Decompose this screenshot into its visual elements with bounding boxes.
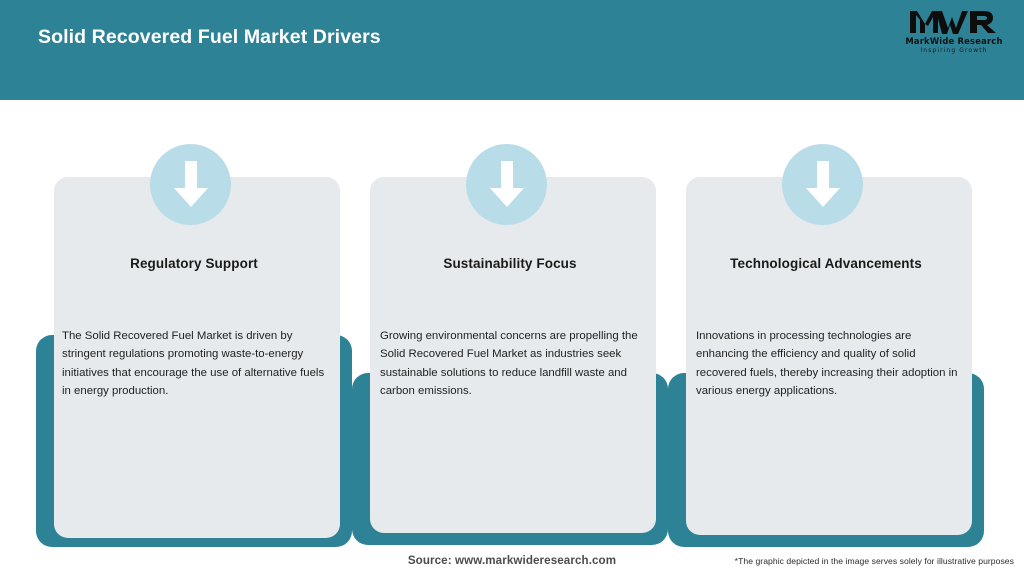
down-arrow-icon-badge-2 (466, 144, 547, 225)
mwr-logo-icon (910, 11, 996, 34)
card-surface-2 (370, 177, 656, 533)
down-arrow-icon (173, 161, 208, 207)
logo-tagline: Inspiring Growth (920, 47, 988, 54)
page-title: Solid Recovered Fuel Market Drivers (38, 26, 381, 48)
driver-card-1[interactable]: Regulatory Support The Solid Recovered F… (36, 144, 352, 547)
source-label: Source: www.markwideresearch.com (407, 554, 617, 567)
card-title-3: Technological Advancements (730, 256, 922, 271)
down-arrow-icon-badge-1 (150, 144, 231, 225)
driver-card-2[interactable]: Sustainability Focus Growing environment… (352, 144, 668, 545)
card-body-1: The Solid Recovered Fuel Market is drive… (62, 330, 325, 398)
card-title-2: Sustainability Focus (443, 256, 577, 271)
brand-logo: MarkWide Research Inspiring Growth (900, 8, 1008, 66)
card-body-3: Innovations in processing technologies a… (696, 330, 958, 398)
down-arrow-icon (489, 161, 524, 207)
card-surface-3 (686, 177, 972, 535)
disclaimer-note: *The graphic depicted in the image serve… (734, 556, 1014, 566)
down-arrow-icon-badge-3 (782, 144, 863, 225)
header-band: Solid Recovered Fuel Market Drivers Mark… (0, 0, 1024, 100)
card-title-1: Regulatory Support (130, 256, 258, 271)
down-arrow-icon (805, 161, 840, 207)
card-body-2: Growing environmental concerns are prope… (380, 330, 638, 398)
card-surface-1 (54, 177, 340, 538)
logo-company-name: MarkWide Research (905, 36, 1003, 46)
driver-card-3[interactable]: Technological Advancements Innovations i… (668, 144, 984, 547)
